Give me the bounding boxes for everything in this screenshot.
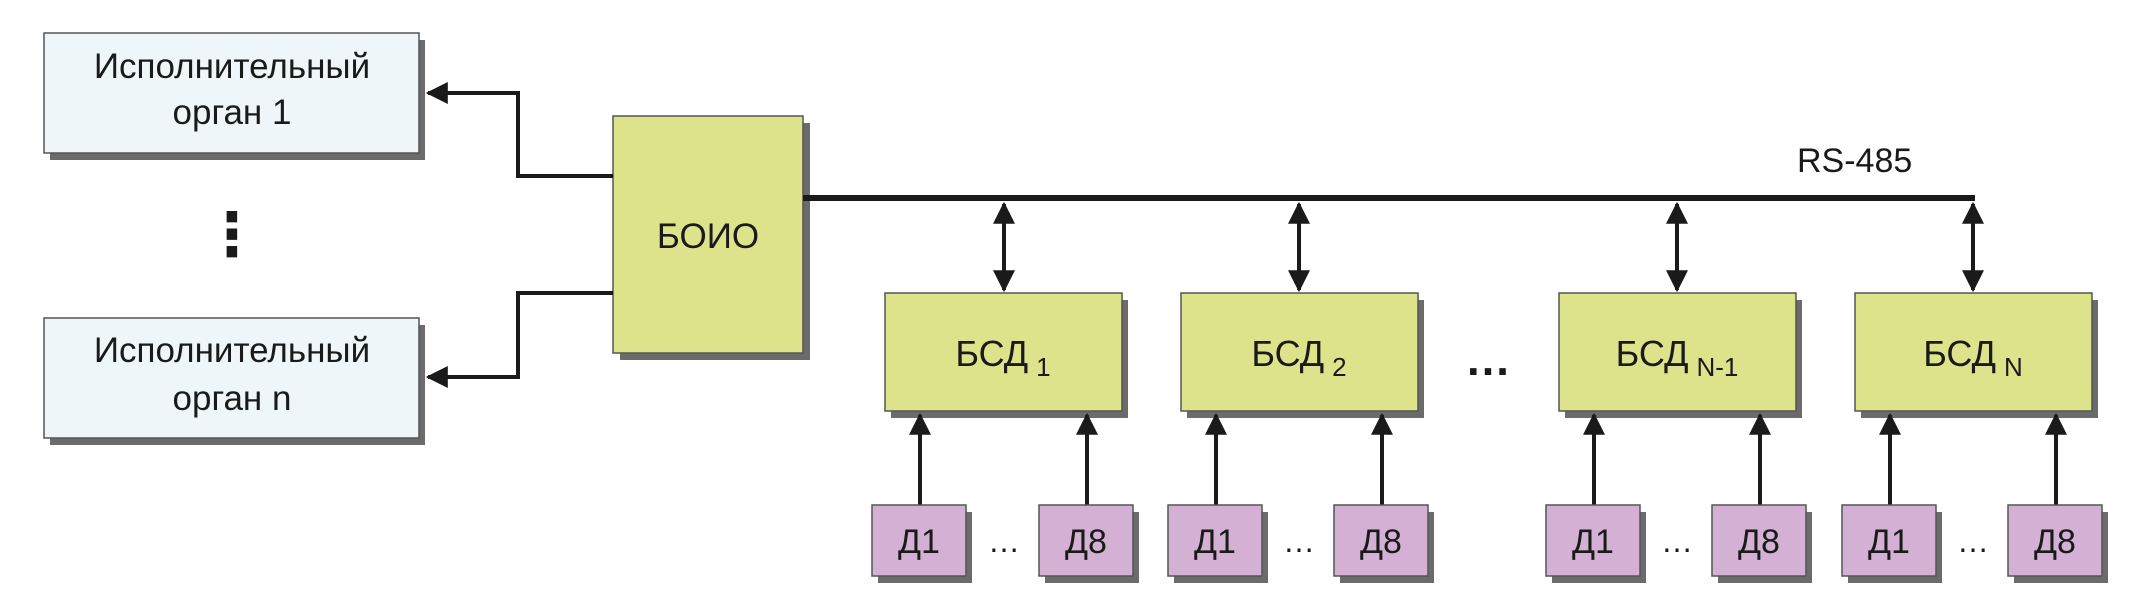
- bsd-1-label-subscript: 1: [1036, 352, 1050, 382]
- sensor-bsd-1-d8-label: Д8: [1065, 523, 1107, 561]
- sensor-bsd-n-d1-box: [1841, 504, 1937, 577]
- sensor-bsd-n-d8-box: [2007, 504, 2103, 577]
- bsd-blocks-ellipsis: …: [1465, 333, 1511, 385]
- link-to-actuator-1: [425, 82, 613, 178]
- bsd-group-2: БСД 2 Д1 … Д8: [1167, 201, 1434, 583]
- actuator-1-label-line1: Исполнительный: [94, 47, 370, 86]
- bsd-group-n: БСД N Д1 … Д8: [1841, 201, 2108, 583]
- actuator-1: Исполнительный орган 1: [43, 32, 425, 160]
- bsd-1-label: БСД 1: [955, 333, 1050, 382]
- sensor-bsd-n-1-d1-box: [1545, 504, 1641, 577]
- bsd-2-label-subscript: 2: [1332, 352, 1346, 382]
- sensor-bsd-1-d1-box: [871, 504, 967, 577]
- actuator-n-label-line2: орган n: [173, 379, 292, 418]
- boio-block: БОИО: [612, 115, 810, 360]
- bsd-n-1-box: [1558, 292, 1797, 412]
- sensor-bsd-n-1-d8-box: [1711, 504, 1807, 577]
- bsd-1-box: [884, 292, 1123, 412]
- sensor-bsd-n-d8-label: Д8: [2034, 523, 2076, 561]
- sensor-bsd-n-1-d8-label: Д8: [1738, 523, 1780, 561]
- sensor-bsd-2-d8-label: Д8: [1360, 523, 1402, 561]
- actuator-n-box: [43, 317, 420, 439]
- actuator-n-label-line1: Исполнительный: [94, 331, 370, 370]
- boio-box: [612, 115, 804, 354]
- sensor-bsd-2-ellipsis: …: [1283, 523, 1315, 559]
- sensor-bsd-2-d1-label: Д1: [1194, 523, 1236, 561]
- sensor-bsd-1-d1-label: Д1: [898, 523, 940, 561]
- bsd-2-label: БСД 2: [1251, 333, 1346, 382]
- bsd-1-label-main: БСД: [955, 333, 1028, 374]
- bsd-2-box: [1180, 292, 1419, 412]
- bsd-n-label-main: БСД: [1923, 333, 1996, 374]
- sensor-bsd-n-1-ellipsis: …: [1661, 523, 1693, 559]
- link-to-actuator-n: [425, 291, 613, 388]
- bsd-n-label: БСД N: [1923, 333, 2023, 382]
- sensor-bsd-2-d1-box: [1167, 504, 1263, 577]
- bsd-n-box: [1854, 292, 2093, 412]
- bsd-group-1: БСД 1 Д1 … Д8: [871, 201, 1139, 583]
- bsd-n-1-label-main: БСД: [1616, 333, 1689, 374]
- actuator-links: [425, 82, 613, 388]
- rs485-bus-label: RS-485: [1797, 142, 1912, 180]
- sensor-bsd-1-ellipsis: …: [988, 523, 1020, 559]
- actuator-1-label-line2: орган 1: [173, 93, 292, 132]
- sensor-bsd-n-d1-label: Д1: [1868, 523, 1910, 561]
- bsd-n-1-label-subscript: N-1: [1696, 352, 1738, 382]
- sensor-bsd-n-1-d1-label: Д1: [1572, 523, 1614, 561]
- bsd-n-label-subscript: N: [2004, 352, 2023, 382]
- sensor-bsd-1-d8-box: [1038, 504, 1134, 577]
- bsd-2-label-main: БСД: [1251, 333, 1324, 374]
- sensor-bsd-n-ellipsis: …: [1957, 523, 1989, 559]
- sensor-bsd-2-d8-box: [1333, 504, 1429, 577]
- actuators-ellipsis: ⋮: [202, 201, 262, 268]
- boio-label: БОИО: [657, 217, 759, 256]
- actuator-n: Исполнительный орган n: [43, 317, 425, 445]
- actuator-1-box: [43, 32, 420, 154]
